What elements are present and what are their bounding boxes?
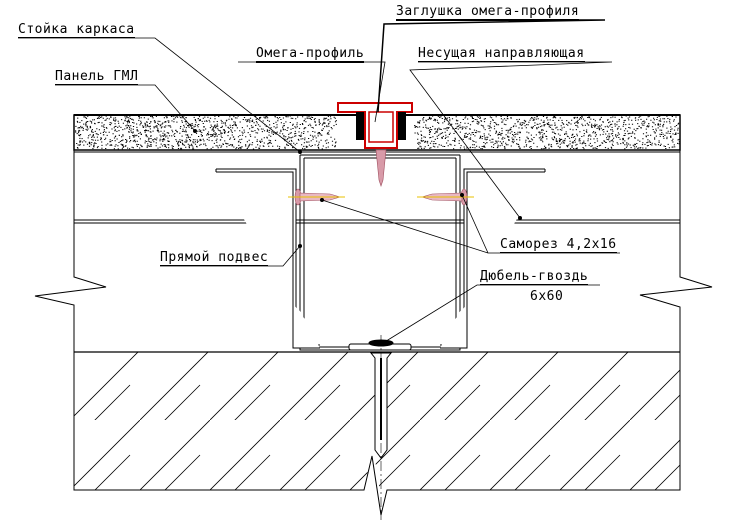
dowel-nail	[348, 335, 412, 520]
label-dowel: Дюбель-гвоздь	[480, 269, 589, 285]
label-hanger: Прямой подвес	[160, 250, 269, 266]
direct-hanger	[215, 168, 546, 349]
screw-left-icon	[288, 188, 345, 206]
label-omega-cap: Заглушка омега-профиля	[396, 4, 580, 21]
label-gvl-panel: Панель ГМЛ	[55, 69, 139, 85]
stipple-texture	[75, 115, 680, 150]
label-guide: Несущая направляющая	[418, 46, 585, 62]
self-tapping-screws	[288, 149, 474, 206]
guide-profile	[299, 154, 461, 351]
screw-top-icon	[375, 149, 387, 187]
label-dowel-size: 6x60	[530, 289, 564, 304]
screw-right-icon	[417, 188, 474, 206]
label-omega-profile: Омега-профиль	[256, 46, 365, 63]
label-frame-stud: Стойка каркаса	[18, 22, 135, 38]
label-screw: Саморез 4,2x16	[500, 237, 617, 253]
leader-arrows	[193, 129, 522, 345]
omega-profile	[337, 102, 413, 149]
